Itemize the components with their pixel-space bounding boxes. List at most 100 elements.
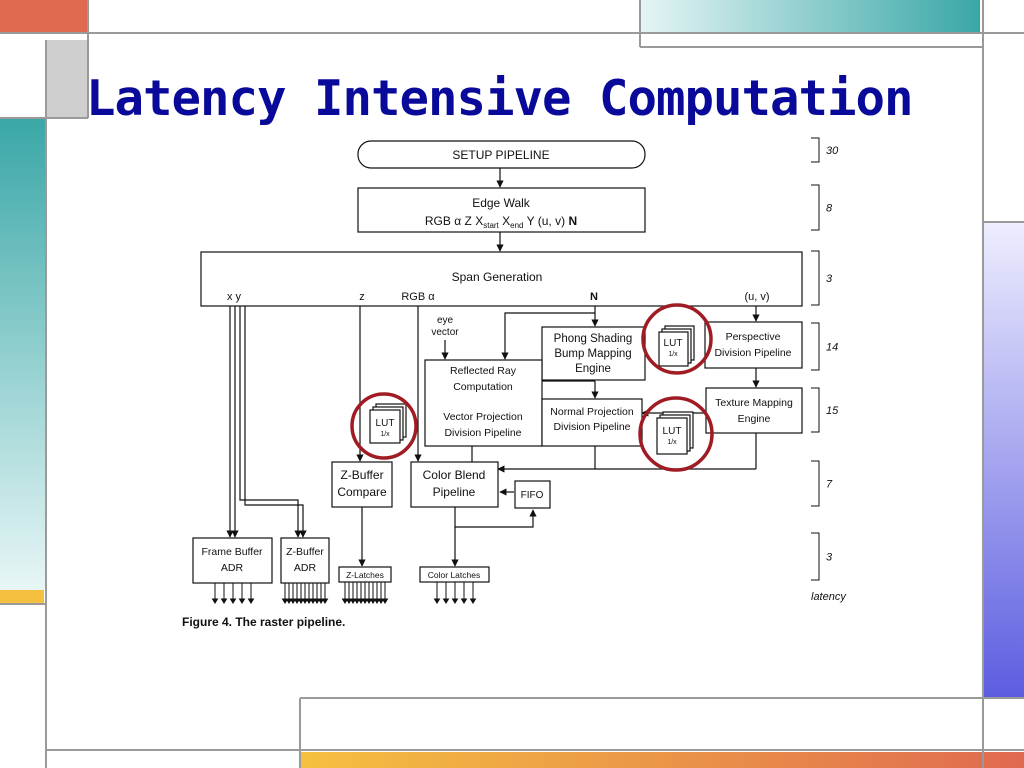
latency-value: 3	[826, 552, 833, 564]
output-pin-arrowhead	[305, 598, 313, 604]
lut-highlight-rings	[350, 303, 714, 472]
edge-walk-label: Edge Walk	[472, 196, 531, 210]
phong-line-2: Bump Mapping	[554, 348, 631, 360]
perspective-line-2: Division Pipeline	[714, 347, 791, 359]
output-pin-arrowhead	[460, 598, 468, 604]
latency-bracket	[811, 460, 820, 507]
perspective-division-block: Perspective Division Pipeline	[704, 321, 803, 369]
latency-label: latency	[811, 591, 847, 603]
z-buffer-adr-block: Z-Buffer ADR	[280, 537, 330, 584]
output-pin-arrowhead	[247, 598, 255, 604]
latency-value: 7	[826, 479, 833, 491]
zbuf-adr-line-1: Z-Buffer	[286, 546, 324, 558]
lut-bottom-sub: 1/x	[667, 439, 677, 446]
texture-mapping-block: Texture Mapping Engine	[705, 387, 803, 434]
output-pin-arrowhead	[442, 598, 450, 604]
frame-buffer-adr-block: Frame Buffer ADR	[192, 537, 273, 584]
output-pin-arrowhead	[317, 598, 325, 604]
output-pin-arrowhead	[365, 598, 373, 604]
texture-line-1: Texture Mapping	[715, 397, 793, 409]
deco-yellow-strip-bottom	[300, 752, 1024, 768]
z-latches-block: Z-Latches	[338, 566, 392, 583]
highlight-ring-top-right	[641, 303, 713, 375]
output-pin-arrowhead	[361, 598, 369, 604]
connector-lines	[226, 168, 760, 567]
latency-value: 14	[826, 342, 838, 354]
lut-left-label: LUT	[376, 418, 395, 429]
output-pin-arrowhead	[301, 598, 309, 604]
color-blend-block: Color Blend Pipeline	[410, 461, 499, 508]
zbuf-adr-line-2: ADR	[294, 562, 317, 574]
span-output-uv: (u, v)	[744, 291, 769, 303]
zbuf-compare-line-2: Compare	[337, 485, 387, 499]
phong-line-1: Phong Shading	[554, 333, 633, 345]
output-pin-arrowhead	[349, 598, 357, 604]
normal-line-1: Normal Projection	[550, 406, 634, 418]
output-pin-arrowhead	[285, 598, 293, 604]
deco-yellow-bar-left	[0, 590, 44, 604]
lut-left-sub: 1/x	[380, 431, 390, 438]
deco-gray-block	[46, 40, 89, 118]
reflected-line-1: Reflected Ray	[450, 365, 517, 377]
output-pin-arrowhead	[377, 598, 385, 604]
reflected-line-5: Division Pipeline	[444, 427, 521, 439]
fifo-block: FIFO	[514, 480, 551, 509]
output-pin-arrowhead	[229, 598, 237, 604]
color-latches-block: Color Latches	[419, 566, 490, 583]
output-pin-arrowhead	[451, 598, 459, 604]
vector-label: vector	[431, 327, 459, 338]
latency-bracket	[811, 137, 820, 163]
highlight-ring-bottom-right	[638, 396, 714, 472]
reflected-ray-block: Reflected Ray Computation Vector Project…	[424, 359, 543, 447]
output-pin-arrowhead	[345, 598, 353, 604]
output-pin-arrowhead	[211, 598, 219, 604]
output-pin-arrowhead	[238, 598, 246, 604]
output-pin-arrowhead	[353, 598, 361, 604]
output-pin-arrowhead	[369, 598, 377, 604]
latency-bracket	[811, 184, 820, 231]
lut-top-label: LUT	[664, 338, 683, 349]
setup-pipeline-block: SETUP PIPELINE	[357, 140, 646, 169]
latency-bracket	[811, 532, 820, 581]
output-pin-arrowhead	[433, 598, 441, 604]
output-pin-arrowhead	[289, 598, 297, 604]
latency-value: 8	[826, 203, 833, 215]
output-pin-arrowhead	[297, 598, 305, 604]
normal-line-2: Division Pipeline	[553, 421, 630, 433]
normal-projection-block: Normal Projection Division Pipeline	[541, 398, 643, 447]
color-blend-line-2: Pipeline	[433, 485, 476, 499]
lut-top-sub: 1/x	[668, 351, 678, 358]
color-latches-label: Color Latches	[428, 570, 480, 580]
latency-bracket	[811, 250, 820, 306]
deco-teal-bar-left	[0, 118, 46, 590]
phong-shading-block: Phong Shading Bump Mapping Engine	[541, 326, 646, 381]
output-pin-arrowhead	[373, 598, 381, 604]
texture-line-2: Engine	[738, 413, 771, 425]
edge-walk-block: Edge Walk RGB α Z Xstart Xend Y (u, v) N	[357, 187, 646, 233]
output-pins	[211, 582, 477, 604]
latency-value: 15	[826, 405, 839, 417]
lut-block-bottom-right: LUT 1/x	[656, 411, 694, 455]
span-output-n: N	[590, 291, 598, 303]
latency-bracket	[811, 322, 820, 371]
lut-bottom-label: LUT	[663, 426, 682, 437]
figure-caption: Figure 4. The raster pipeline.	[182, 615, 346, 629]
output-pin-arrowhead	[321, 598, 329, 604]
slide-title: Latency Intensive Computation	[86, 70, 914, 127]
latency-value: 30	[826, 145, 839, 157]
latency-bracket	[811, 387, 820, 433]
lut-block-top-right: LUT 1/x	[658, 325, 695, 367]
output-pin-arrowhead	[313, 598, 321, 604]
color-blend-line-1: Color Blend	[423, 468, 486, 482]
output-pin-arrowhead	[381, 598, 389, 604]
deco-teal-strip-top	[640, 0, 980, 33]
span-output-z: z	[359, 291, 365, 303]
output-pin-arrowhead	[309, 598, 317, 604]
z-latches-label: Z-Latches	[346, 570, 384, 580]
fifo-label: FIFO	[521, 490, 544, 501]
zbuf-compare-line-1: Z-Buffer	[340, 468, 383, 482]
output-pin-arrowhead	[341, 598, 349, 604]
output-pin-arrowhead	[357, 598, 365, 604]
